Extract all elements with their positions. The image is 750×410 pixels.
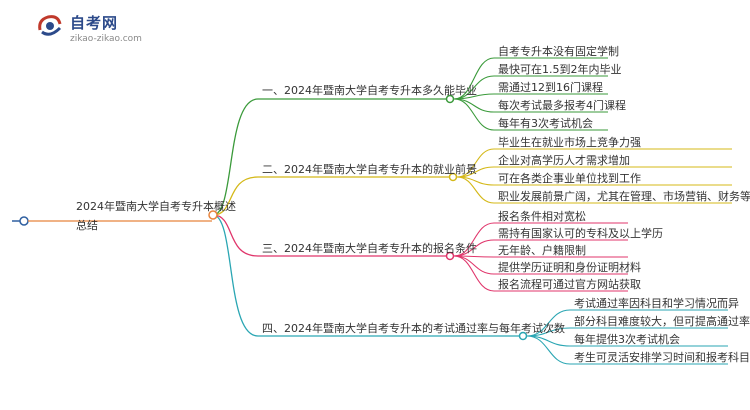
root-title: 2024年暨南大学自考专升本概述 — [76, 200, 236, 213]
branch-3-leaf-3: 无年龄、户籍限制 — [498, 244, 586, 257]
logo-name: 自考网 — [70, 14, 119, 32]
branch-4-leaf-3: 每年提供3次考试机会 — [574, 333, 680, 346]
branch-3-leaf-5: 报名流程可通过官方网站获取 — [498, 278, 641, 291]
root-node — [208, 210, 218, 220]
branch-1-leaf-5: 每年有3次考试机会 — [498, 117, 593, 130]
branch-3-leaf-1: 报名条件相对宽松 — [498, 210, 586, 223]
branch-3-label: 三、2024年暨南大学自考专升本的报名条件 — [262, 242, 477, 255]
branch-4-label: 四、2024年暨南大学自考专升本的考试通过率与每年考试次数 — [262, 322, 565, 335]
entry-node — [19, 216, 29, 226]
branch-1-leaf-4-curve — [453, 98, 495, 113]
branch-3-leaf-4: 提供学历证明和身份证明材料 — [498, 261, 641, 274]
branch-1-leaf-5-curve — [453, 98, 495, 131]
branch-2-leaf-3: 可在各类企事业单位找到工作 — [498, 172, 641, 185]
branch-1-node — [445, 94, 455, 104]
branch-2-leaf-4-curve — [456, 176, 495, 204]
branch-4-leaf-4-curve — [526, 335, 571, 365]
branch-2-leaf-2: 企业对高学历人才需求增加 — [498, 154, 630, 167]
branch-2-curve — [212, 176, 259, 216]
branch-3-leaf-1-curve — [453, 222, 495, 257]
branch-1-leaf-3: 需通过12到16门课程 — [498, 81, 603, 94]
branch-3-leaf-5-curve — [453, 255, 495, 292]
branch-1-label: 一、2024年暨南大学自考专升本多久能毕业 — [262, 84, 477, 97]
branch-2-node — [448, 172, 458, 182]
branch-1-curve — [212, 98, 259, 216]
branch-4-leaf-2: 部分科目难度较大，但可提高通过率 — [574, 315, 750, 328]
branch-1-leaf-1: 自考专升本没有固定学制 — [498, 45, 619, 58]
branch-1-leaf-1-curve — [453, 57, 495, 100]
branch-4-node — [518, 331, 528, 341]
branch-4-leaf-1: 考试通过率因科目和学习情况而异 — [574, 297, 739, 310]
branch-4-curve — [212, 214, 259, 337]
branch-1-leaf-2: 最快可在1.5到2年内毕业 — [498, 63, 622, 76]
connector-lines — [12, 57, 732, 365]
branch-1-leaf-4: 每次考试最多报考4门课程 — [498, 99, 626, 112]
branch-3-leaf-2: 需持有国家认可的专科及以上学历 — [498, 227, 663, 240]
branch-4-leaf-4: 考生可灵活安排学习时间和报考科目 — [574, 351, 750, 364]
branch-3-node — [445, 251, 455, 261]
site-logo[interactable]: 自考网 zikao-zikao.com — [36, 10, 156, 50]
branch-2-leaf-1: 毕业生在就业市场上竞争力强 — [498, 136, 641, 149]
logo-icon — [38, 15, 62, 36]
branch-2-leaf-4: 职业发展前景广阔，尤其在管理、市场营销、财务等领域 — [498, 190, 750, 203]
logo-url: zikao-zikao.com — [70, 34, 142, 44]
branch-3-curve — [212, 214, 259, 257]
root-subtitle: 总结 — [76, 219, 98, 232]
branch-2-label: 二、2024年暨南大学自考专升本的就业前景 — [262, 163, 477, 176]
branch-3-leaf-4-curve — [453, 255, 495, 275]
